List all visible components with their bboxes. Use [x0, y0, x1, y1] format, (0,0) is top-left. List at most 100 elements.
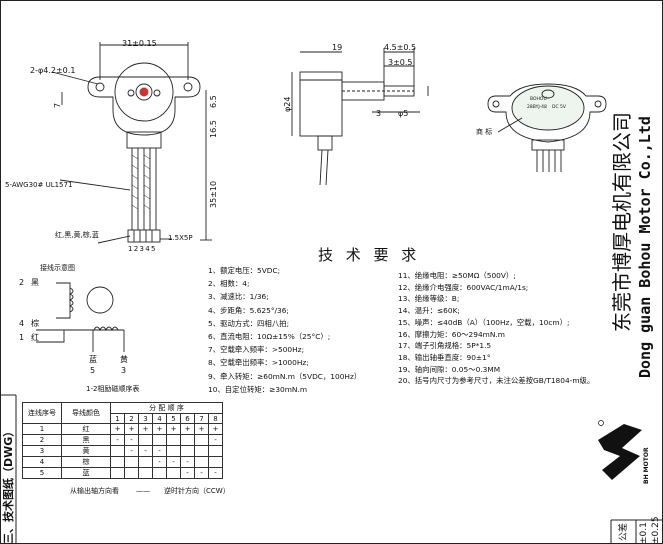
spec-item: 14、温升：≤60K;	[398, 306, 460, 316]
sequence-cell	[166, 445, 181, 457]
sequence-cell	[110, 467, 125, 479]
logo-text: BH MOTOR	[643, 447, 650, 484]
spec-item: 12、绝缘介电强度：600VAC/1mA/1s;	[398, 282, 529, 292]
spec-item: 10、自定位转矩：≥30mN.m	[208, 384, 308, 394]
sequence-cell	[110, 456, 125, 468]
spec-item: 1、额定电压：5VDC;	[208, 266, 281, 275]
sequence-cell	[124, 467, 139, 479]
step-header: 3	[138, 413, 153, 424]
sequence-cell: -	[152, 456, 167, 468]
trademark-label: 商 标	[476, 128, 493, 136]
sequence-cell: -	[138, 445, 153, 457]
sequence-cell	[194, 456, 209, 468]
spec-item: 20、括号内尺寸为参考尺寸，未注公差按GB/T1804-m级。	[398, 376, 595, 386]
row-seq-no: 1	[22, 423, 62, 435]
dim-width-31: 31±0.15	[122, 39, 157, 48]
spec-item: 11、绝缘电阻：≥50MΩ（500V）;	[398, 271, 516, 280]
step-header: 8	[208, 413, 223, 424]
sequence-cell: +	[138, 423, 153, 435]
dim-3: 3	[376, 109, 382, 118]
row-wire-color: 棕	[61, 456, 111, 468]
step-header: 4	[152, 413, 167, 424]
side-view	[291, 48, 429, 186]
sequence-cell: -	[110, 434, 125, 446]
wiring-title: 接线示意图	[40, 264, 75, 272]
sequence-cell: -	[180, 467, 195, 479]
sequence-cell: -	[152, 445, 167, 457]
wire-label-4-color: 棕	[31, 319, 39, 328]
wire-label-5-num: 5	[90, 366, 96, 375]
step-header: 5	[166, 413, 181, 424]
table-title: 1-2相励磁顺序表	[86, 385, 140, 393]
spec-item: 13、绝缘等级：B;	[398, 294, 460, 304]
dim-16-5: 16.5	[209, 120, 218, 138]
sequence-cell	[194, 445, 209, 457]
company-name-cn: 东莞市博厚电机有限公司	[610, 112, 634, 332]
wire-label-3-num: 3	[121, 366, 127, 375]
spec-item: 5、驱动方式：四相八拍;	[208, 318, 290, 328]
spec-item: 16、摩擦力矩：60～294mN.m	[398, 329, 505, 339]
sequence-cell	[180, 434, 195, 446]
row-wire-color: 红	[61, 423, 111, 435]
motor-model: 28BYJ-48	[527, 105, 547, 110]
dim-dia-24: φ24	[283, 96, 292, 112]
sequence-cell: +	[152, 423, 167, 435]
bh-motor-logo	[598, 420, 642, 480]
sequence-cell	[194, 434, 209, 446]
motor-brand: BOHOU	[530, 97, 547, 102]
sequence-cell	[138, 434, 153, 446]
sequence-cell: -	[208, 467, 223, 479]
dim-19: 19	[332, 43, 343, 52]
spec-item: 6、直流电阻：10Ω±15%（25°C）;	[208, 332, 331, 341]
sequence-cell	[166, 434, 181, 446]
spec-item: 18、输出轴垂直度：90±1°	[398, 352, 491, 362]
front-view	[51, 42, 212, 244]
sequence-cell: -	[166, 456, 181, 468]
sequence-cell	[152, 434, 167, 446]
sequence-cell	[124, 456, 139, 468]
spec-item: 3、减速比：1/36;	[208, 292, 269, 302]
wire-label-4-num: 4	[19, 319, 25, 328]
sequence-cell: +	[166, 423, 181, 435]
sequence-cell: +	[124, 423, 139, 435]
step-header: 1	[110, 413, 125, 424]
row-wire-color: 黄	[61, 445, 111, 457]
tolerance-v2: ±0.25	[651, 516, 661, 544]
wire-label-1-color: 红	[31, 333, 39, 342]
direction-note-dash: ——	[136, 487, 150, 495]
dim-7: 7	[53, 102, 62, 108]
wire-label-2-color: 黑	[31, 278, 39, 287]
spec-item: 2、相数：4;	[208, 279, 250, 289]
dim-dia-5: φ5	[398, 109, 409, 118]
dim-4-5: 4.5±0.5	[384, 43, 417, 52]
motor-voltage: DC 5V	[552, 105, 566, 110]
direction-note-right: 逆时针方向（CCW）	[164, 487, 230, 495]
sequence-cell: -	[208, 434, 223, 446]
row-seq-no: 4	[22, 456, 62, 468]
sequence-cell	[166, 467, 181, 479]
wire-label-5-color: 蓝	[89, 355, 97, 364]
wire-label-1-num: 1	[19, 333, 25, 342]
row-seq-no: 5	[22, 467, 62, 479]
sequence-cell: -	[124, 445, 139, 457]
sequence-cell: +	[194, 423, 209, 435]
pin-numbers: 12345	[128, 245, 157, 253]
sequence-cell	[152, 467, 167, 479]
spec-item: 15、噪声：≤40dB（A）（100Hz，空载，10cm）;	[398, 317, 570, 327]
dim-35: 35±10	[209, 180, 218, 208]
section-label: 三、技术图纸（DWG）	[2, 425, 15, 544]
step-header: 7	[194, 413, 209, 424]
step-header: 6	[180, 413, 195, 424]
spec-title: 技 术 要 求	[318, 246, 421, 264]
wire-colors: 红,黑,黄,棕,蓝	[55, 231, 99, 239]
dim-6-5: 6.5	[209, 95, 218, 108]
sequence-cell: +	[208, 423, 223, 435]
spec-item: 4、步距角：5.625°/36;	[208, 305, 289, 315]
dim-holes: 2-φ4.2±0.1	[30, 66, 76, 75]
